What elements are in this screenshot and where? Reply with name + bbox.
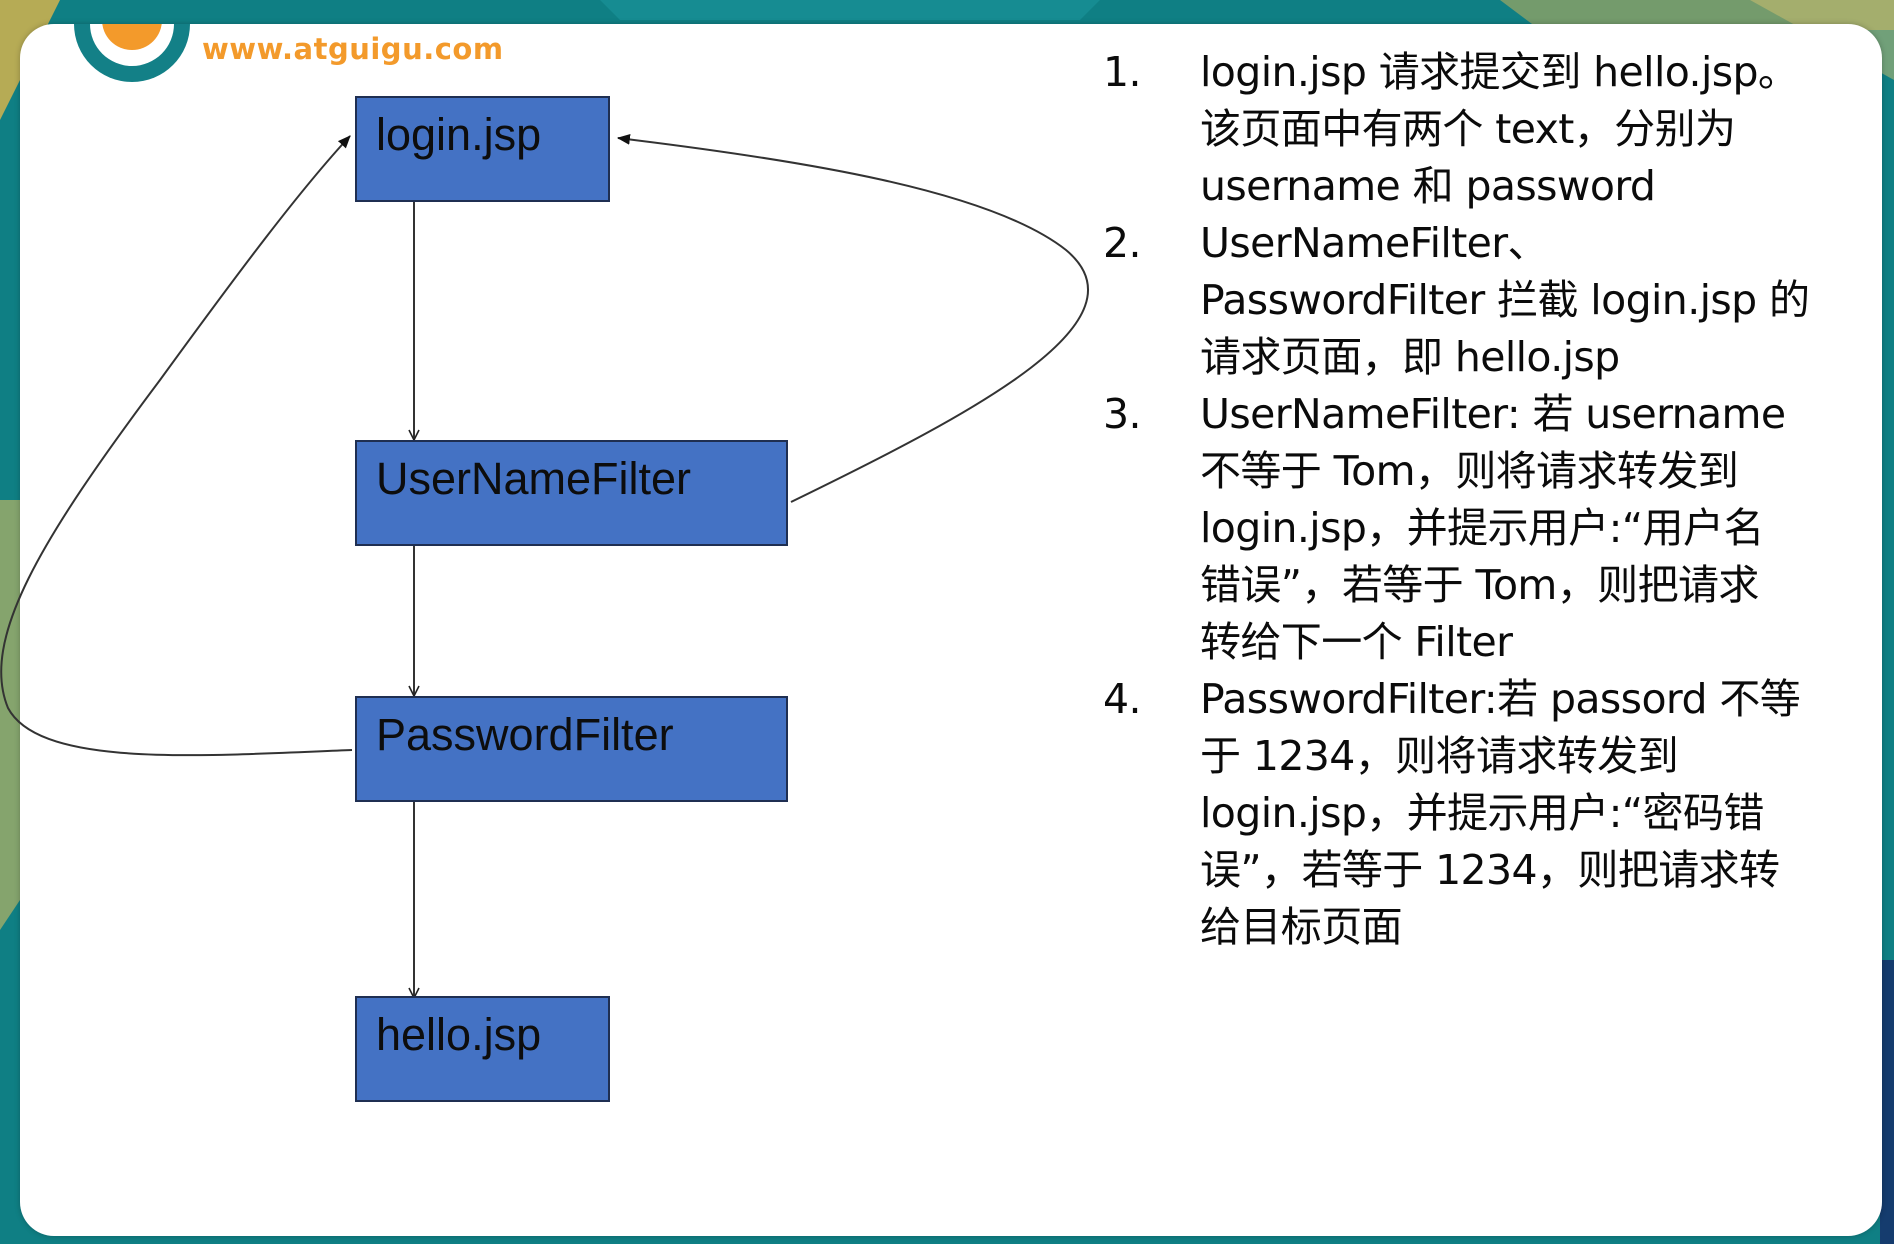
node-passwordfilter: PasswordFilter <box>355 696 788 802</box>
step-line: username 和 password <box>1200 162 1656 210</box>
step-line: 于 1234，则将请求转发到 <box>1200 732 1679 780</box>
step-line: 不等于 Tom，则将请求转发到 <box>1200 447 1739 495</box>
step-line: login.jsp，并提示用户:“密码错 <box>1200 789 1764 837</box>
step-line: login.jsp 请求提交到 hello.jsp。 <box>1200 48 1799 96</box>
node-login-jsp: login.jsp <box>355 96 610 202</box>
step-line: UserNameFilter、 <box>1200 219 1549 267</box>
step-line: PasswordFilter:若 passord 不等 <box>1200 675 1801 723</box>
step-line: 给目标页面 <box>1200 903 1403 951</box>
arrow-passwordfilter-back-to-login <box>0 135 353 757</box>
logo-url-text: www.atguigu.com <box>202 32 504 66</box>
step-number: 1. <box>1103 48 1142 96</box>
step-line: UserNameFilter: 若 username <box>1200 390 1786 438</box>
step-number: 4. <box>1103 675 1142 723</box>
atguigu-logo <box>74 24 190 82</box>
step-item-4: 4. PasswordFilter:若 passord 不等 于 1234，则将… <box>1100 671 1880 956</box>
step-line: 误”，若等于 1234，则把请求转 <box>1200 846 1780 894</box>
step-number: 2. <box>1103 219 1142 267</box>
step-number: 3. <box>1103 390 1142 438</box>
step-item-1: 1. login.jsp 请求提交到 hello.jsp。 该页面中有两个 te… <box>1100 44 1880 215</box>
node-usernamefilter: UserNameFilter <box>355 440 788 546</box>
step-line: login.jsp，并提示用户:“用户名 <box>1200 504 1764 552</box>
step-line: 请求页面，即 hello.jsp <box>1200 333 1620 381</box>
step-line: 错误”，若等于 Tom，则把请求 <box>1200 561 1759 609</box>
steps-list: 1. login.jsp 请求提交到 hello.jsp。 该页面中有两个 te… <box>1100 44 1880 956</box>
node-hello-jsp: hello.jsp <box>355 996 610 1102</box>
step-item-2: 2. UserNameFilter、 PasswordFilter 拦截 log… <box>1100 215 1880 386</box>
step-line: PasswordFilter 拦截 login.jsp 的 <box>1200 276 1810 324</box>
step-line: 该页面中有两个 text，分别为 <box>1200 105 1736 153</box>
arrow-usernamefilter-back-to-login <box>616 134 1090 503</box>
slide: www.atguigu.com <box>20 24 1882 1236</box>
step-line: 转给下一个 Filter <box>1200 618 1513 666</box>
step-item-3: 3. UserNameFilter: 若 username 不等于 Tom，则将… <box>1100 386 1880 671</box>
